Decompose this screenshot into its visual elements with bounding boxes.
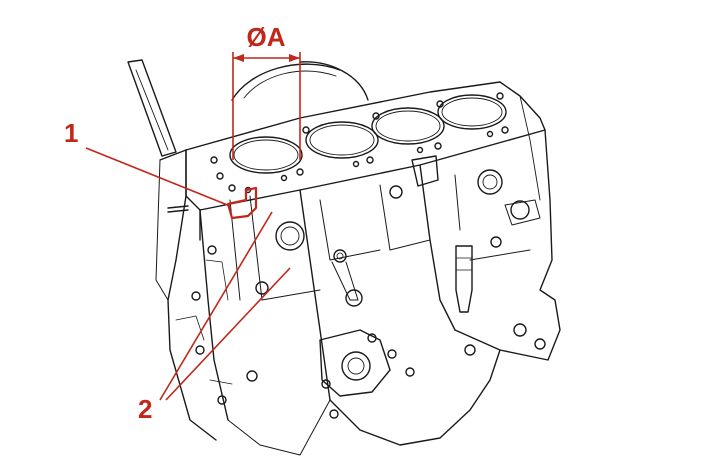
- dimension-arrow-right: [289, 54, 300, 62]
- callout-1: 1: [64, 118, 258, 220]
- callout-1-leader: [85, 147, 231, 207]
- dowel-marker: [226, 186, 258, 220]
- engine-block-drawing: [127, 59, 561, 456]
- callout-2-leader-b: [165, 267, 291, 401]
- callout-2: 2: [138, 211, 291, 424]
- dimension-label: ØA: [247, 22, 286, 52]
- callout-2-label: 2: [138, 394, 152, 424]
- callout-1-label: 1: [64, 118, 78, 148]
- dimension-arrow-left: [233, 54, 244, 62]
- callout-2-leader-a: [159, 211, 273, 401]
- bore-diameter-dimension: ØA: [232, 22, 301, 160]
